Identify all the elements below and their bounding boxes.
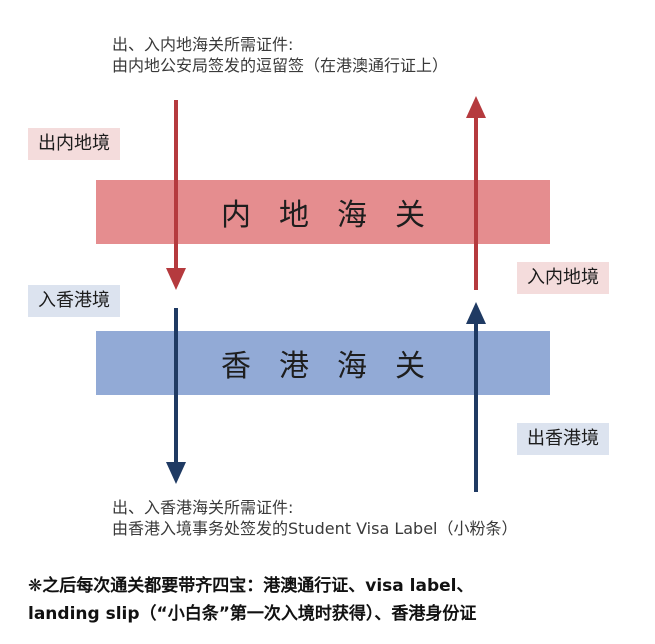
- arrow-exit-mainland-head: [166, 268, 186, 290]
- mainland-documents-detail: 由内地公安局签发的逗留签（在港澳通行证上）: [112, 56, 449, 75]
- footer-reminder-line1: ❋之后每次通关都要带齐四宝：港澳通行证、visa label、: [28, 576, 474, 596]
- footer-reminder: ❋之后每次通关都要带齐四宝：港澳通行证、visa label、 landing …: [28, 572, 476, 628]
- arrow-enter-hk-head: [166, 462, 186, 484]
- mainland-documents-note: 出、入内地海关所需证件: 由内地公安局签发的逗留签（在港澳通行证上）: [112, 34, 448, 76]
- arrow-enter-mainland-head: [466, 96, 486, 118]
- hk-documents-detail: 由香港入境事务处签发的Student Visa Label（小粉条）: [112, 519, 518, 538]
- hk-customs-label: 香港海关: [221, 349, 453, 384]
- label-enter-mainland: 入内地境: [517, 262, 609, 294]
- arrow-exit-hk-head: [466, 302, 486, 324]
- label-enter-hk: 入香港境: [28, 285, 120, 317]
- mainland-customs-label: 内地海关: [221, 198, 453, 233]
- label-exit-mainland: 出内地境: [28, 128, 120, 160]
- footer-reminder-line2: landing slip（“小白条”第一次入境时获得）、香港身份证: [28, 604, 477, 624]
- hk-documents-title: 出、入香港海关所需证件:: [112, 498, 294, 517]
- label-exit-hk: 出香港境: [517, 423, 609, 455]
- hk-documents-note: 出、入香港海关所需证件: 由香港入境事务处签发的Student Visa Lab…: [112, 497, 518, 539]
- mainland-documents-title: 出、入内地海关所需证件:: [112, 35, 294, 54]
